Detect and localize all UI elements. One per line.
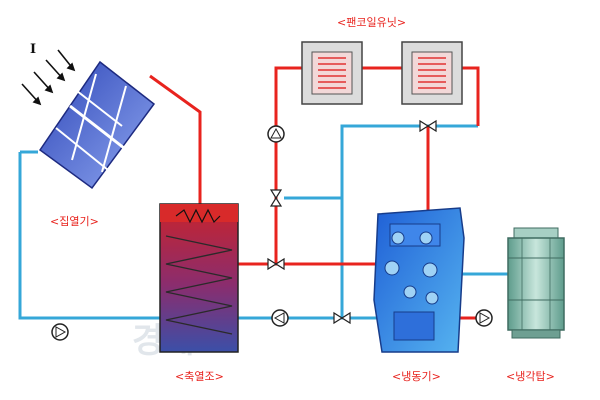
chiller-icon (373, 207, 465, 353)
solar-panel-icon (38, 60, 156, 190)
heater-coil-icon (175, 208, 221, 224)
cooling-tower-icon (507, 227, 565, 339)
pump-icon (267, 125, 285, 143)
pipe-collector-storage (149, 74, 202, 204)
valve-icon (269, 189, 283, 207)
tower-label: <냉각탑> (506, 370, 555, 383)
pump-icon (475, 309, 493, 327)
fan-coil-label: <팬코일유닛> (337, 16, 407, 29)
valve-icon (419, 119, 437, 133)
pipe-fancoil-out (460, 66, 480, 126)
sun-ray-icon (21, 49, 76, 106)
fan-coil-icon (401, 41, 463, 105)
valve-icon (267, 257, 285, 271)
storage-label: <축열조> (175, 370, 224, 383)
valve-icon (333, 311, 351, 325)
heat-exchanger-coil (165, 235, 233, 335)
sun-label: I (30, 42, 37, 57)
chiller-label: <냉동기> (392, 370, 441, 383)
storage-tank (159, 203, 239, 353)
pipe-collector-return (18, 152, 160, 320)
pump-icon (271, 309, 289, 327)
collector-label: <집열기> (50, 215, 99, 228)
pump-icon (51, 323, 69, 341)
pipe-riser (274, 66, 302, 264)
fan-coil-icon (301, 41, 363, 105)
